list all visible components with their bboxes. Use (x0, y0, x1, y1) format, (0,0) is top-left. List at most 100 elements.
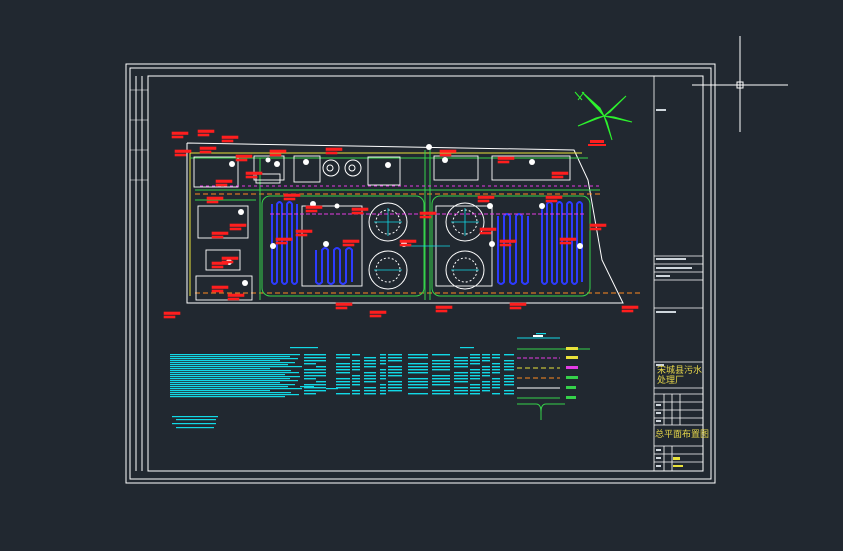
aeration-basin-left (271, 201, 353, 285)
table-text-row (176, 427, 214, 429)
callout-mark (477, 199, 490, 203)
pipe-legend (517, 335, 590, 420)
equipment-markers (226, 144, 583, 286)
table-text-row (492, 387, 500, 389)
callout-mark (163, 315, 176, 319)
table-text-row (364, 381, 376, 383)
callout-mark (551, 175, 564, 179)
table-text-row (170, 372, 299, 374)
table-text-row (504, 363, 514, 365)
table-text-row (170, 388, 302, 390)
callout-mark (589, 227, 602, 231)
callout-mark (171, 131, 189, 135)
table-text-row (170, 396, 285, 398)
callout-mark (197, 133, 210, 137)
callout-mark (589, 223, 607, 227)
table-text-row (504, 390, 514, 392)
callout-mark (351, 211, 364, 215)
table-text-row (316, 372, 326, 374)
table-text-row (482, 384, 490, 386)
callout-labels (163, 129, 639, 319)
left-binding-strip (130, 89, 148, 181)
table-text-row (454, 390, 468, 392)
callout-mark (369, 314, 382, 318)
table-text-row (454, 393, 468, 395)
callout-mark (325, 147, 343, 151)
table-text-row (504, 375, 514, 377)
callout-mark (275, 237, 293, 241)
table-text-row (388, 381, 402, 383)
table-text-row (304, 390, 316, 392)
callout-mark (275, 241, 288, 245)
table-text-row (470, 375, 480, 377)
table-text-row (408, 354, 428, 356)
table-text-row (170, 382, 280, 384)
table-text-row (304, 354, 316, 356)
table-text-row (504, 360, 514, 362)
table-text-row (482, 354, 490, 356)
callout-mark (499, 243, 512, 247)
table-text-row (470, 363, 480, 365)
table-text-row (364, 393, 376, 395)
table-text-row (170, 370, 291, 372)
callout-mark (215, 183, 228, 187)
table-text-row (304, 372, 316, 374)
magenta-process-lines (200, 185, 600, 215)
table-text-row (470, 384, 480, 386)
site-boundary (186, 142, 624, 304)
table-text-row (432, 390, 450, 392)
quantity-tables (170, 333, 546, 429)
table-text-row (336, 387, 350, 389)
table-text-row (316, 387, 326, 389)
table-text-row (364, 357, 376, 359)
callout-mark (621, 309, 634, 313)
callout-mark (227, 293, 245, 297)
callout-mark (342, 243, 355, 247)
callout-mark (221, 260, 234, 264)
table-text-row (170, 394, 299, 396)
table-text-row (380, 390, 386, 392)
callout-mark (199, 150, 212, 154)
table-text-row (454, 360, 468, 362)
table-text-row (352, 366, 360, 368)
table-text-row (316, 390, 326, 392)
table-text-row (336, 393, 350, 395)
callout-mark (499, 239, 517, 243)
callout-mark (351, 207, 369, 211)
table-text-row (482, 372, 490, 374)
table-text-row (364, 375, 376, 377)
table-text-row (336, 381, 350, 383)
table-text-row (432, 381, 450, 383)
table-text-row (536, 333, 546, 335)
table-text-row (172, 416, 218, 418)
callout-mark (197, 129, 215, 133)
table-text-row (388, 366, 402, 368)
callout-mark (399, 239, 417, 243)
table-text-row (454, 387, 468, 389)
table-text-row (304, 384, 316, 386)
callout-mark (439, 149, 457, 153)
callout-mark (211, 289, 224, 293)
table-text-row (336, 384, 350, 386)
table-text-row (492, 381, 500, 383)
table-text-row (170, 360, 280, 362)
table-text-row (364, 378, 376, 380)
tank-internal-pipes (374, 208, 479, 271)
table-text-row (170, 378, 290, 380)
table-text-row (492, 384, 500, 386)
callout-mark (559, 237, 577, 241)
table-text-row (364, 360, 376, 362)
table-text-row (380, 372, 386, 374)
table-text-row (352, 375, 360, 377)
table-text-row (408, 369, 428, 371)
table-text-row (304, 375, 316, 377)
table-text-row (470, 378, 480, 380)
drawing-name: 总平面布置图 (655, 430, 710, 440)
table-text-row (408, 366, 428, 368)
road-network (189, 150, 640, 300)
table-text-row (170, 364, 288, 366)
table-text-row (364, 366, 376, 368)
table-text-row (492, 369, 500, 371)
table-text-row (492, 372, 500, 374)
